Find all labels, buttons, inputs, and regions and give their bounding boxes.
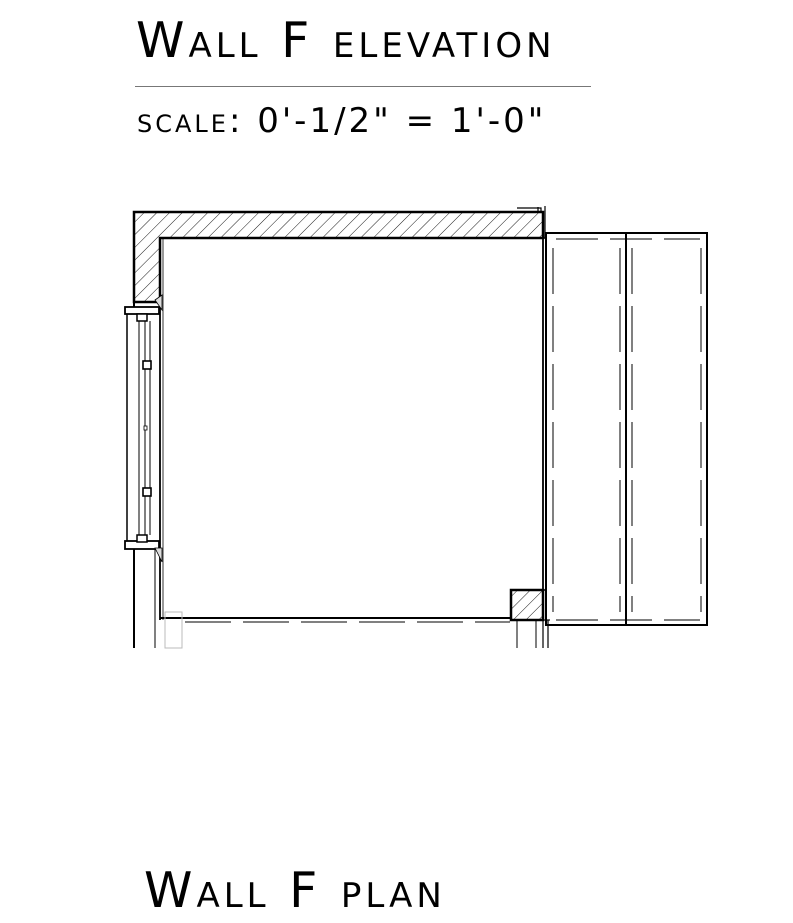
scale-note: scale: 0'-1/2" = 1'-0" [137,101,547,141]
title-underline [135,86,591,87]
plan-title: Wall F plan [144,862,446,919]
corner-post-section [509,588,545,622]
top-wall-section [132,210,545,304]
side-cabinet [543,232,708,626]
cabinet-hidden-lines [552,238,702,621]
elevation-title: Wall F elevation [136,12,556,69]
interior-opening [159,238,544,620]
window-side-elevation [124,294,163,563]
